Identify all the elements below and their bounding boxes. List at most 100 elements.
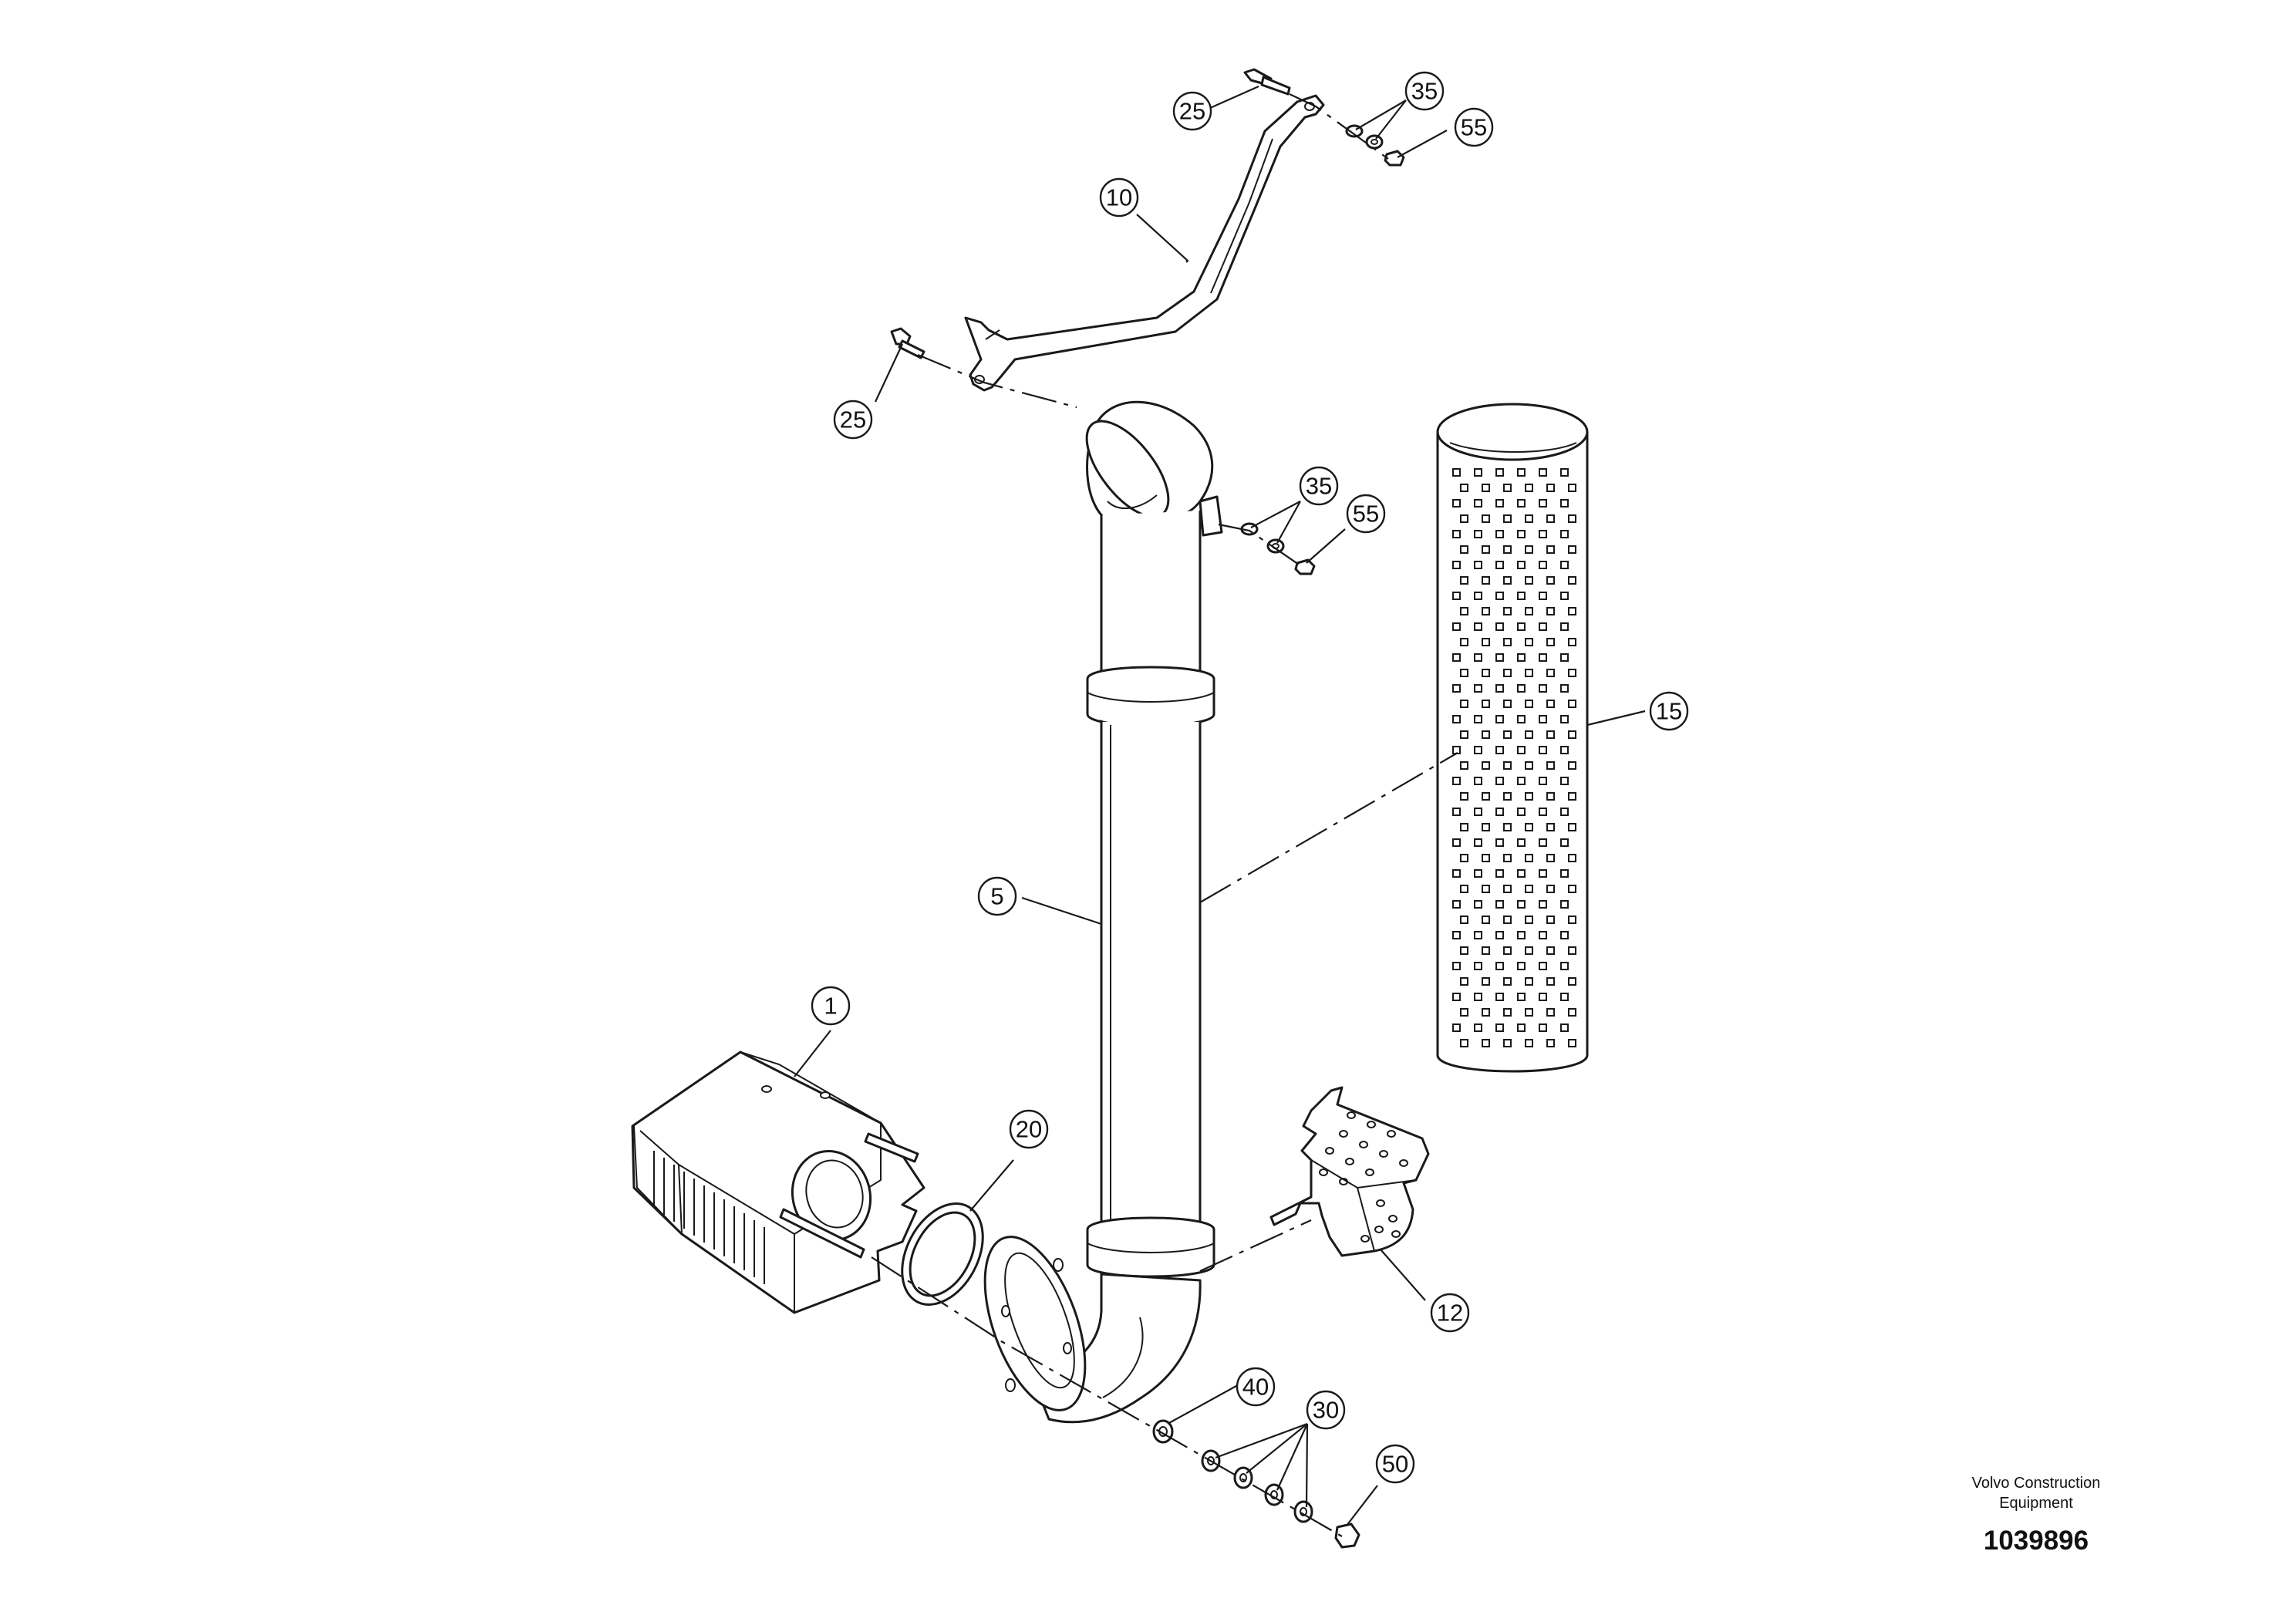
balloon-label: 5 bbox=[990, 883, 1003, 910]
perforation-hole bbox=[1568, 1008, 1576, 1017]
perforation-hole bbox=[1525, 607, 1533, 615]
perforation-hole bbox=[1452, 622, 1461, 631]
perforation-hole bbox=[1460, 669, 1468, 677]
perforation-hole bbox=[1560, 993, 1569, 1001]
gasket-part-20 bbox=[901, 1202, 984, 1306]
perforation-hole bbox=[1568, 854, 1576, 862]
perforation-hole bbox=[1539, 561, 1547, 569]
balloon-item-1: 1 bbox=[811, 986, 851, 1026]
balloon-label: 50 bbox=[1382, 1451, 1408, 1478]
perforation-hole bbox=[1460, 484, 1468, 492]
perforation-hole bbox=[1525, 916, 1533, 924]
perforation-hole bbox=[1474, 746, 1482, 754]
perforation-hole bbox=[1517, 715, 1526, 723]
perforation-hole bbox=[1546, 484, 1555, 492]
perforation-hole bbox=[1495, 869, 1504, 878]
perforation-hole bbox=[1560, 715, 1569, 723]
perforation-hole bbox=[1495, 1023, 1504, 1032]
perforation-hole bbox=[1525, 484, 1533, 492]
perforation-hole bbox=[1503, 1039, 1512, 1047]
perforation-hole bbox=[1568, 638, 1576, 646]
washer-part-40 bbox=[1152, 1419, 1174, 1444]
perforation-hole bbox=[1460, 823, 1468, 831]
perforation-hole bbox=[1517, 1023, 1526, 1032]
assembly-centerlines bbox=[871, 93, 1458, 1537]
perforation-hole bbox=[1568, 607, 1576, 615]
perforation-hole bbox=[1560, 900, 1569, 909]
perforated-guard-part-15 bbox=[1436, 403, 1589, 1073]
perforation-hole bbox=[1568, 700, 1576, 708]
clamp-hole bbox=[1391, 1230, 1401, 1238]
balloon-label: 15 bbox=[1656, 698, 1682, 725]
bolt-part-25-top bbox=[1243, 68, 1291, 96]
perforation-hole bbox=[1482, 730, 1490, 739]
perforation-hole bbox=[1474, 684, 1482, 693]
perforation-hole bbox=[1568, 576, 1576, 585]
clamp-hole bbox=[1379, 1150, 1388, 1158]
perforation-hole bbox=[1452, 838, 1461, 847]
balloon-label: 30 bbox=[1313, 1397, 1339, 1424]
publisher-line-1: Volvo Construction bbox=[1971, 1475, 2101, 1492]
perforation-hole bbox=[1482, 885, 1490, 893]
perforation-hole bbox=[1517, 931, 1526, 939]
perforation-hole bbox=[1560, 808, 1569, 816]
perforation-hole bbox=[1495, 468, 1504, 477]
perforation-hole bbox=[1539, 993, 1547, 1001]
clamp-hole bbox=[1365, 1168, 1374, 1176]
perforation-hole bbox=[1517, 622, 1526, 631]
perforation-hole bbox=[1474, 592, 1482, 600]
perforation-hole bbox=[1452, 592, 1461, 600]
perforation-hole bbox=[1539, 808, 1547, 816]
perforation-hole bbox=[1546, 669, 1555, 677]
balloon-item-35-top: 35 bbox=[1404, 71, 1445, 111]
perforation-hole bbox=[1539, 530, 1547, 538]
perforation-hole bbox=[1482, 638, 1490, 646]
perforation-hole bbox=[1495, 993, 1504, 1001]
perforation-hole bbox=[1525, 885, 1533, 893]
perforation-hole bbox=[1474, 530, 1482, 538]
balloon-item-55-top: 55 bbox=[1454, 107, 1494, 147]
perforation-hole bbox=[1568, 545, 1576, 554]
perforation-hole bbox=[1452, 684, 1461, 693]
clamp-hole bbox=[1339, 1178, 1348, 1185]
perforation-hole bbox=[1482, 1039, 1490, 1047]
perforation-hole bbox=[1525, 977, 1533, 986]
washers-and-nut-middle bbox=[1240, 522, 1316, 575]
perforation-hole bbox=[1517, 592, 1526, 600]
perforation-hole bbox=[1495, 808, 1504, 816]
perforation-hole bbox=[1568, 916, 1576, 924]
perforation-hole bbox=[1539, 684, 1547, 693]
perforation-hole bbox=[1495, 838, 1504, 847]
perforation-hole bbox=[1460, 792, 1468, 801]
title-block: Volvo Construction Equipment 1039896 bbox=[1928, 1473, 2144, 1556]
perforation-hole bbox=[1517, 530, 1526, 538]
perforation-hole bbox=[1460, 576, 1468, 585]
perforation-hole bbox=[1474, 653, 1482, 662]
perforation-hole bbox=[1495, 931, 1504, 939]
exhaust-pipe-part-5 bbox=[983, 400, 1223, 1424]
perforation-hole bbox=[1546, 823, 1555, 831]
perforation-hole bbox=[1525, 669, 1533, 677]
perforation-hole bbox=[1482, 946, 1490, 955]
perforation-hole bbox=[1474, 869, 1482, 878]
perforation-hole bbox=[1474, 622, 1482, 631]
washers-part-30 bbox=[1201, 1449, 1313, 1523]
perforation-hole bbox=[1503, 669, 1512, 677]
perforation-hole bbox=[1525, 730, 1533, 739]
perforation-hole bbox=[1503, 700, 1512, 708]
perforation-hole bbox=[1495, 777, 1504, 785]
perforation-hole bbox=[1503, 792, 1512, 801]
perforation-hole bbox=[1482, 700, 1490, 708]
perforation-hole bbox=[1474, 499, 1482, 508]
perforation-hole bbox=[1482, 484, 1490, 492]
perforation-hole bbox=[1539, 622, 1547, 631]
perforation-hole bbox=[1460, 977, 1468, 986]
clamp-hole bbox=[1367, 1121, 1376, 1128]
perforation-hole bbox=[1482, 607, 1490, 615]
perforation-hole bbox=[1517, 777, 1526, 785]
perforation-hole bbox=[1546, 638, 1555, 646]
perforation-hole bbox=[1525, 1008, 1533, 1017]
perforation-hole bbox=[1539, 777, 1547, 785]
perforation-hole bbox=[1474, 1023, 1482, 1032]
clamp-hole bbox=[1359, 1141, 1368, 1148]
